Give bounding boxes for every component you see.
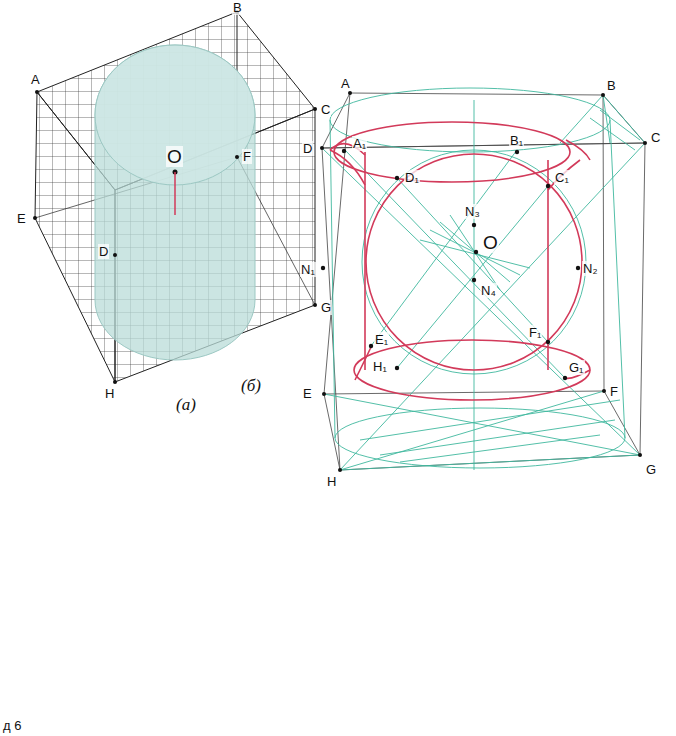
point-label: E (16, 211, 27, 226)
figure-caption: (б) (240, 376, 262, 395)
point-label: O (482, 232, 499, 253)
figure-b (320, 88, 647, 472)
point-label: E₁ (374, 332, 389, 347)
point-label: N₄ (480, 283, 497, 298)
point-label: D (98, 244, 109, 259)
point-label: A₁ (352, 136, 367, 151)
point-label: A (340, 76, 351, 91)
point-label: E (302, 386, 313, 401)
point-label: F (609, 384, 619, 399)
figure-a (33, 10, 317, 384)
point-label: G (645, 462, 657, 477)
point-label: G (320, 300, 332, 315)
point-label: N₃ (464, 204, 481, 219)
point-label: B (232, 0, 243, 15)
figure-caption: (a) (175, 395, 197, 414)
point-label: G₁ (568, 360, 585, 375)
point-label: C (650, 130, 661, 145)
point-label: F₁ (528, 325, 542, 340)
point-label: F (242, 149, 252, 164)
point-label: H (326, 474, 337, 489)
point-label: O (166, 146, 183, 167)
point-label: д 6 (2, 718, 22, 733)
point-label: D (302, 141, 313, 156)
point-label: C₁ (554, 170, 570, 185)
point-label: H (104, 386, 115, 401)
point-label: B₁ (509, 133, 524, 148)
point-label: N₂ (582, 261, 598, 276)
point-label: D₁ (404, 170, 420, 185)
point-label: B (606, 78, 617, 93)
point-label: H₁ (372, 359, 388, 374)
point-label: A (30, 72, 41, 87)
point-label: N₁ (300, 262, 316, 277)
point-label: C (320, 102, 331, 117)
